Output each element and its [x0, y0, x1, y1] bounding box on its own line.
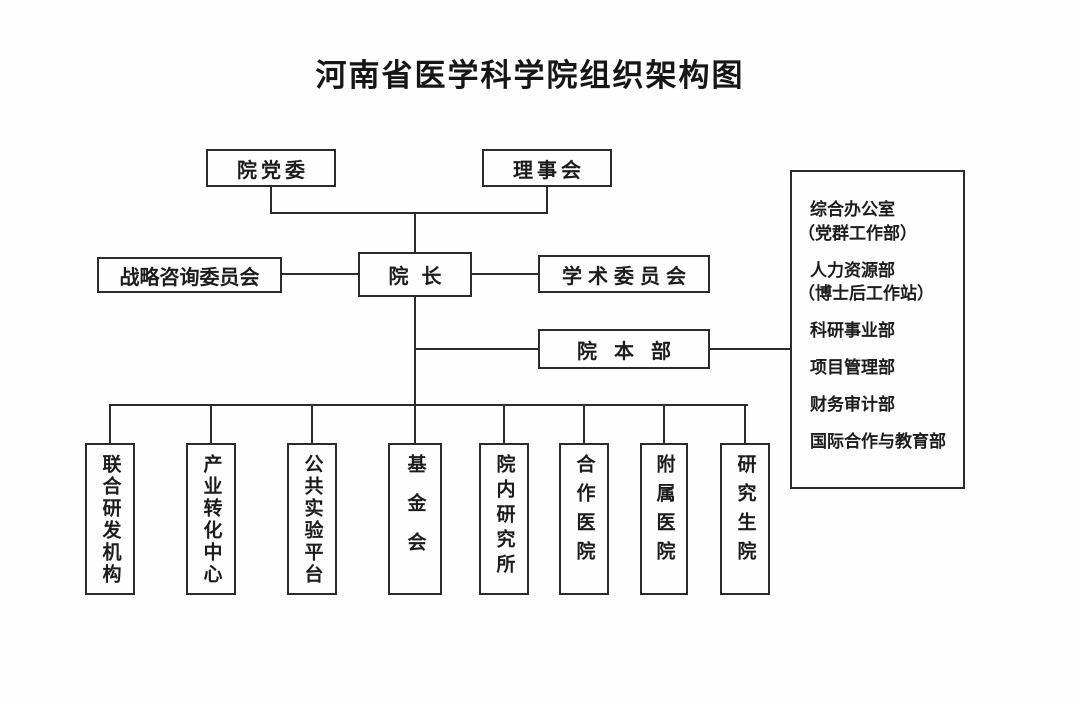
- dept-name: 国际合作与教育部: [810, 431, 946, 451]
- node-strategic-advisory-committee: 战略咨询委员会: [97, 257, 282, 293]
- connector-strategic-president: [282, 273, 358, 275]
- node-public-experiment-platform: 公共实验平台: [287, 443, 337, 595]
- dept-research-affairs: 科研事业部: [798, 319, 955, 343]
- connector-president-spine: [414, 297, 416, 443]
- node-cooperative-hospitals: 合作医院: [559, 443, 609, 595]
- vnode-label: 产业转化中心: [200, 454, 222, 586]
- connector-board-stub: [546, 187, 548, 214]
- dept-name: 综合办公室: [810, 200, 895, 219]
- vnode-label: 研究生院: [734, 454, 756, 570]
- connector-drop-5: [503, 404, 505, 443]
- node-affiliated-hospitals: 附属医院: [640, 443, 688, 595]
- vnode-label: 联合研发机构: [99, 454, 121, 586]
- node-industry-transformation-center: 产业转化中心: [186, 443, 236, 595]
- connector-bottom-bus: [109, 404, 748, 406]
- dept-general-office: 综合办公室 （党群工作部）: [798, 198, 955, 246]
- connector-headquarters-departments: [710, 348, 790, 350]
- connector-drop-7: [663, 404, 665, 443]
- node-internal-research-institutes: 院内研究所: [479, 443, 529, 595]
- connector-president-academic: [472, 273, 538, 275]
- dept-subname: （党群工作部）: [798, 223, 917, 243]
- connector-drop-6: [583, 404, 585, 443]
- node-academic-committee: 学术委员会: [538, 255, 710, 293]
- node-party-committee: 院党委: [206, 149, 336, 187]
- dept-project-management: 项目管理部: [798, 356, 955, 380]
- dept-human-resources: 人力资源部 （博士后工作站）: [798, 259, 955, 307]
- vnode-label: 基金会: [404, 454, 426, 571]
- node-board-of-directors: 理事会: [482, 149, 612, 187]
- vnode-label: 附属医院: [653, 454, 675, 570]
- node-graduate-school: 研究生院: [720, 443, 770, 595]
- vnode-label: 公共实验平台: [301, 454, 323, 586]
- vnode-label: 院内研究所: [493, 454, 515, 579]
- dept-name: 财务审计部: [810, 394, 895, 414]
- dept-subname: （博士后工作站）: [798, 284, 934, 304]
- node-foundation: 基金会: [388, 443, 442, 595]
- connector-spine-headquarters: [414, 348, 538, 350]
- dept-name: 人力资源部: [810, 260, 895, 280]
- node-headquarters: 院 本 部: [538, 329, 710, 369]
- connector-to-president: [414, 212, 416, 252]
- dept-name: 项目管理部: [810, 357, 895, 377]
- connector-drop-1: [109, 404, 111, 443]
- page-title: 河南省医学科学院组织架构图: [315, 58, 745, 93]
- node-joint-rd-institutions: 联合研发机构: [85, 443, 135, 595]
- connector-top-bus: [270, 212, 548, 214]
- departments-box: 综合办公室 （党群工作部） 人力资源部 （博士后工作站） 科研事业部 项目管理部…: [790, 170, 965, 489]
- connector-drop-3: [311, 404, 313, 443]
- dept-international-cooperation-education: 国际合作与教育部: [798, 430, 955, 454]
- dept-name: 科研事业部: [810, 321, 895, 341]
- connector-party-stub: [270, 187, 272, 214]
- vnode-label: 合作医院: [573, 454, 595, 570]
- connector-drop-8: [744, 404, 746, 443]
- node-president: 院 长: [358, 252, 472, 297]
- connector-drop-2: [210, 404, 212, 443]
- dept-finance-audit: 财务审计部: [798, 393, 955, 417]
